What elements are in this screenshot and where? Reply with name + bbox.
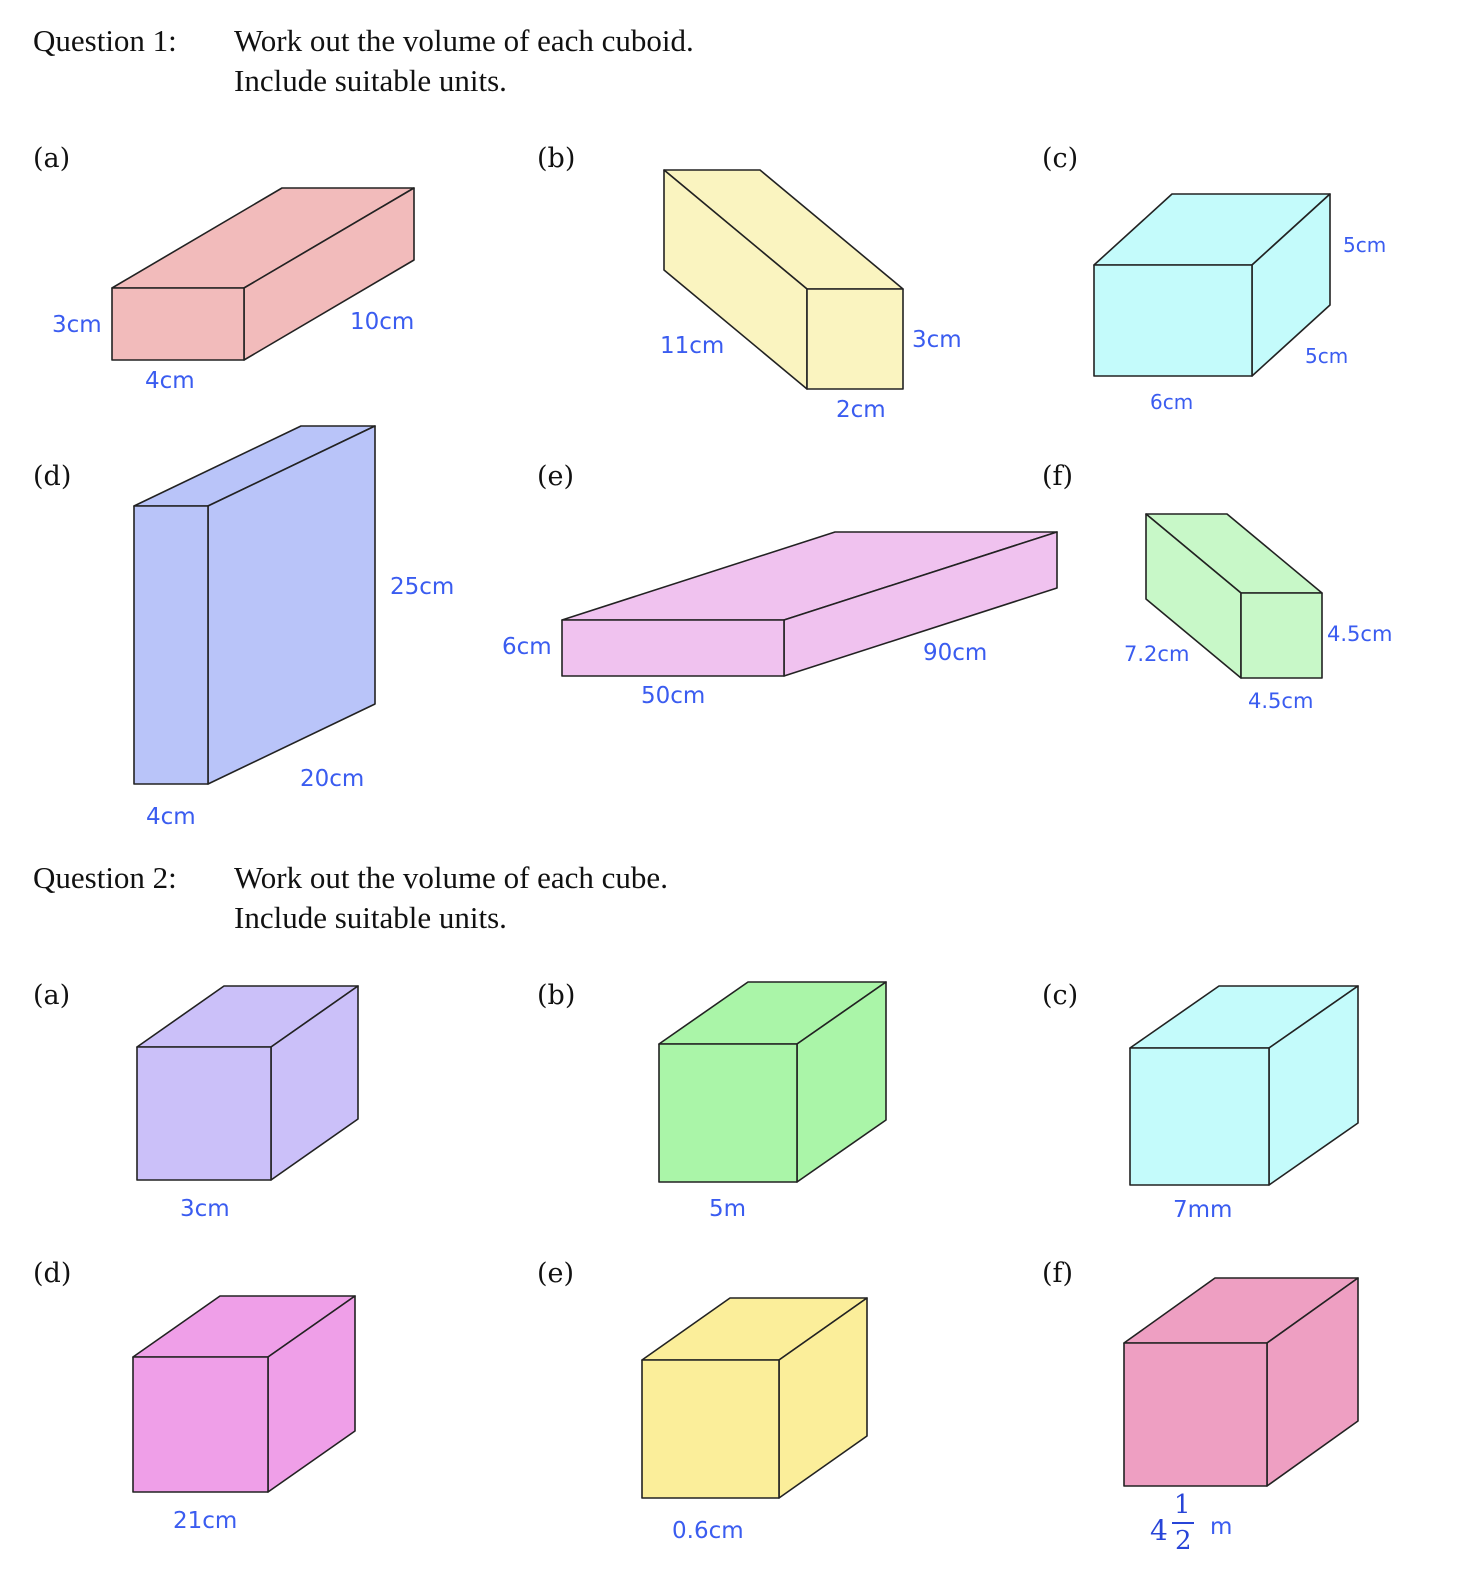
q2a-side-label: 3cm xyxy=(180,1196,230,1222)
q2-part-c: (c) xyxy=(1042,980,1079,1011)
mixed-number-whole: 4 xyxy=(1150,1514,1168,1547)
q1b-width-label: 2cm xyxy=(836,397,886,423)
q1c-height-label: 5cm xyxy=(1343,233,1387,257)
q2-part-d: (d) xyxy=(33,1258,72,1289)
q1f-height-label: 4.5cm xyxy=(1327,622,1393,646)
q2e-cube-front-face xyxy=(641,1359,780,1499)
question-1-units-note: Include suitable units. xyxy=(234,63,507,98)
q2-part-a: (a) xyxy=(33,980,71,1011)
q1-part-f: (f) xyxy=(1042,461,1074,492)
q2c-cube-front-face xyxy=(1129,1047,1270,1186)
q2c-side-label: 7mm xyxy=(1173,1197,1233,1223)
question-2-instruction: Work out the volume of each cube. xyxy=(234,860,668,895)
q1-part-c: (c) xyxy=(1042,143,1079,174)
q1a-cuboid-front-face xyxy=(111,287,245,361)
q1e-length-label: 90cm xyxy=(923,640,988,666)
q1d-cuboid-front-face xyxy=(133,505,209,785)
fraction-numerator: 1 xyxy=(1174,1490,1191,1520)
q2d-side-label: 21cm xyxy=(173,1508,238,1534)
q1e-height-label: 6cm xyxy=(502,634,552,660)
q1d-height-label: 25cm xyxy=(390,574,455,600)
q1b-length-label: 11cm xyxy=(660,333,725,359)
q1-part-e: (e) xyxy=(537,461,575,492)
q2e-side-label: 0.6cm xyxy=(672,1518,744,1544)
q1f-width-label: 4.5cm xyxy=(1248,689,1314,713)
unit-label: m xyxy=(1210,1514,1233,1540)
q1e-cuboid-front-face xyxy=(561,619,785,677)
fraction-bar xyxy=(1172,1522,1194,1524)
q1d-length-label: 20cm xyxy=(300,766,365,792)
q1c-width-label: 6cm xyxy=(1150,390,1194,414)
q2-part-e: (e) xyxy=(537,1258,575,1289)
q1-part-a: (a) xyxy=(33,143,71,174)
q1c-cuboid-front-face xyxy=(1093,264,1253,377)
q2f-cube-front-face xyxy=(1123,1342,1268,1487)
question-1-instruction: Work out the volume of each cuboid. xyxy=(234,23,694,58)
q1b-height-label: 3cm xyxy=(912,327,962,353)
q2b-side-label: 5m xyxy=(709,1196,747,1222)
fraction-denominator: 2 xyxy=(1175,1526,1192,1556)
question-2-units-note: Include suitable units. xyxy=(234,900,507,935)
q1d-width-label: 4cm xyxy=(146,804,196,830)
q2-part-f: (f) xyxy=(1042,1258,1074,1289)
q1a-length-label: 10cm xyxy=(350,309,415,335)
q1a-height-label: 3cm xyxy=(52,312,102,338)
q2d-cube-front-face xyxy=(132,1356,269,1493)
q1e-width-label: 50cm xyxy=(641,683,706,709)
question-2-number: Question 2: xyxy=(33,860,177,895)
question-1-number: Question 1: xyxy=(33,23,177,58)
q1b-cuboid-front-face xyxy=(806,288,904,390)
q2-part-b: (b) xyxy=(537,980,576,1011)
q1-part-b: (b) xyxy=(537,143,576,174)
q1f-cuboid-front-face xyxy=(1240,592,1323,679)
q2b-cube-front-face xyxy=(658,1043,798,1183)
q1-part-d: (d) xyxy=(33,461,72,492)
q1f-length-label: 7.2cm xyxy=(1124,642,1190,666)
q2a-cube-front-face xyxy=(136,1046,272,1181)
q1a-width-label: 4cm xyxy=(145,368,195,394)
q1c-depth-label: 5cm xyxy=(1305,344,1349,368)
